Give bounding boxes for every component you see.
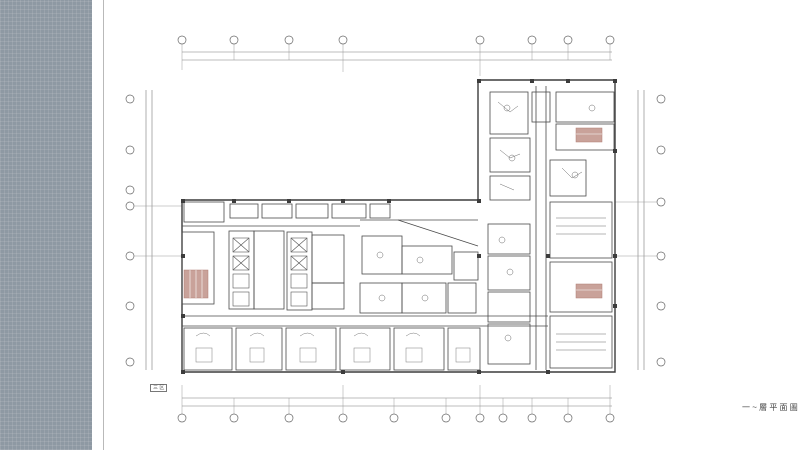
panel-divider [103,0,104,450]
side-panel [0,0,92,450]
drawing-title: 一 ~ 層 平 面 圖 [742,403,798,412]
drawing-area-tag: 三 区 [150,384,168,392]
